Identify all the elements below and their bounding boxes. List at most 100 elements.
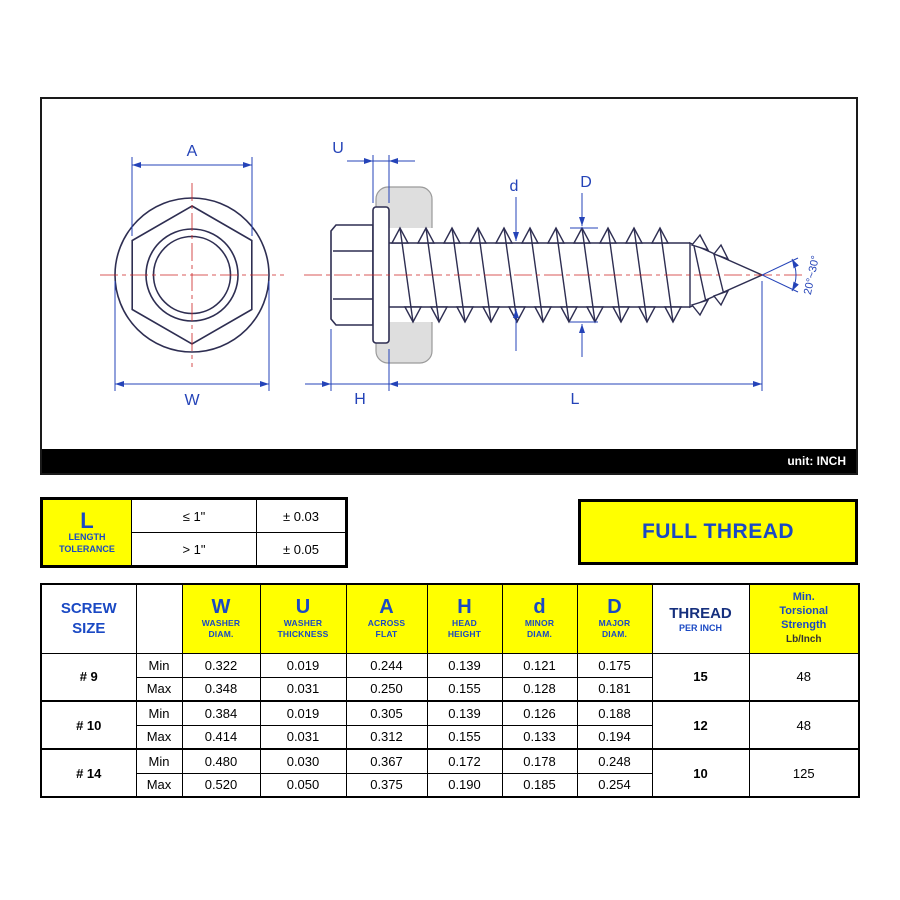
full-thread-badge: FULL THREAD — [578, 499, 858, 565]
min-label: Min — [135, 652, 183, 678]
table-row: # 9 Min 0.322 0.019 0.244 0.139 0.121 0.… — [40, 652, 860, 702]
dimension-A — [131, 157, 253, 236]
dimension-label-d: d — [510, 178, 519, 195]
strength-cell: 125 — [748, 748, 860, 798]
strength-cell: 48 — [748, 700, 860, 750]
value-cell: 0.185 — [501, 772, 578, 798]
value-cell: 0.250 — [345, 676, 428, 702]
value-cell: 0.172 — [426, 748, 503, 774]
value-cell: 0.254 — [576, 772, 653, 798]
min-label: Min — [135, 700, 183, 726]
value-cell: 0.155 — [426, 724, 503, 750]
max-label: Max — [135, 772, 183, 798]
table-row: # 14 Min 0.480 0.030 0.367 0.172 0.178 0… — [40, 748, 860, 798]
point-angle-annotation — [761, 257, 799, 293]
table-row: Max 0.520 0.050 0.375 0.190 0.185 0.254 — [41, 772, 859, 798]
spec-header-row: SCREW SIZE W WASHER DIAM. U WASHER THICK… — [40, 583, 860, 654]
point-threads — [690, 233, 730, 317]
tolerance-symbol: L — [80, 508, 94, 534]
value-cell: 0.139 — [426, 652, 503, 678]
col-header-d: d MINOR DIAM. — [501, 583, 578, 654]
value-cell: 0.031 — [259, 676, 347, 702]
screw-size-cell: # 10 — [40, 700, 137, 750]
value-cell: 0.190 — [426, 772, 503, 798]
unit-label: unit: INCH — [787, 454, 846, 468]
col-header-A: A ACROSS FLAT — [345, 583, 428, 654]
dimension-label-A: A — [187, 143, 198, 160]
col-header-D: D MAJOR DIAM. — [576, 583, 653, 654]
full-thread-label: FULL THREAD — [641, 520, 795, 543]
dimension-label-L: L — [571, 391, 580, 408]
length-tolerance-table: L LENGTH TOLERANCE ≤ 1" ± 0.03 > 1" ± 0.… — [40, 497, 348, 568]
tolerance-caption-line1: LENGTH — [68, 532, 106, 543]
screw-size-header: SCREW SIZE — [40, 583, 137, 654]
value-cell: 0.181 — [576, 676, 653, 702]
value-cell: 0.375 — [345, 772, 428, 798]
value-cell: 0.322 — [181, 652, 261, 678]
dimension-W — [114, 281, 270, 391]
tolerance-condition: > 1" — [131, 532, 257, 567]
dimension-label-U: U — [332, 140, 344, 157]
value-cell: 0.194 — [576, 724, 653, 750]
dimension-D — [570, 193, 598, 357]
dimension-L — [389, 281, 763, 391]
value-cell: 0.244 — [345, 652, 428, 678]
value-cell: 0.121 — [501, 652, 578, 678]
value-cell: 0.030 — [259, 748, 347, 774]
value-cell: 0.384 — [181, 700, 261, 726]
value-cell: 0.128 — [501, 676, 578, 702]
value-cell: 0.050 — [259, 772, 347, 798]
table-row: Max 0.348 0.031 0.250 0.155 0.128 0.181 — [41, 676, 859, 702]
strength-cell: 48 — [748, 652, 860, 702]
tolerance-caption-line2: TOLERANCE — [59, 543, 115, 554]
value-cell: 0.248 — [576, 748, 653, 774]
minmax-header — [135, 583, 183, 654]
front-view-centerlines — [100, 183, 284, 367]
value-cell: 0.019 — [259, 652, 347, 678]
value-cell: 0.126 — [501, 700, 578, 726]
unit-bar: unit: INCH — [42, 449, 856, 473]
max-label: Max — [135, 724, 183, 750]
col-header-H: H HEAD HEIGHT — [426, 583, 503, 654]
technical-drawing-panel: A W — [40, 97, 858, 475]
point-angle-label: 20°~30° — [802, 255, 822, 296]
value-cell: 0.520 — [181, 772, 261, 798]
screw-size-cell: # 9 — [40, 652, 137, 702]
value-cell: 0.031 — [259, 724, 347, 750]
tolerance-value: ± 0.05 — [256, 532, 347, 567]
value-cell: 0.133 — [501, 724, 578, 750]
col-header-W: W WASHER DIAM. — [181, 583, 261, 654]
table-row: Max 0.414 0.031 0.312 0.155 0.133 0.194 — [41, 724, 859, 750]
max-label: Max — [135, 676, 183, 702]
thread-cell: 15 — [651, 652, 750, 702]
col-header-U: U WASHER THICKNESS — [259, 583, 347, 654]
dimension-label-D: D — [580, 174, 592, 191]
dimension-label-H: H — [354, 391, 366, 408]
value-cell: 0.348 — [181, 676, 261, 702]
value-cell: 0.367 — [345, 748, 428, 774]
table-row: # 10 Min 0.384 0.019 0.305 0.139 0.126 0… — [40, 700, 860, 750]
value-cell: 0.188 — [576, 700, 653, 726]
thread-cell: 10 — [651, 748, 750, 798]
thread-cell: 12 — [651, 700, 750, 750]
min-label: Min — [135, 748, 183, 774]
value-cell: 0.305 — [345, 700, 428, 726]
value-cell: 0.139 — [426, 700, 503, 726]
value-cell: 0.312 — [345, 724, 428, 750]
tolerance-value: ± 0.03 — [256, 498, 347, 533]
thread-per-inch-header: THREAD PER INCH — [651, 583, 750, 654]
value-cell: 0.155 — [426, 676, 503, 702]
torsional-strength-header: Min. Torsional Strength Lb/Inch — [748, 583, 860, 654]
dimension-U — [347, 155, 415, 203]
tolerance-condition: ≤ 1" — [131, 498, 257, 533]
value-cell: 0.175 — [576, 652, 653, 678]
value-cell: 0.178 — [501, 748, 578, 774]
screw-technical-drawing: A W — [100, 140, 822, 409]
tolerance-symbol-cell: L LENGTH TOLERANCE — [41, 498, 132, 567]
value-cell: 0.414 — [181, 724, 261, 750]
spec-table: SCREW SIZE W WASHER DIAM. U WASHER THICK… — [40, 583, 860, 798]
value-cell: 0.019 — [259, 700, 347, 726]
dimension-label-W: W — [184, 392, 200, 409]
value-cell: 0.480 — [181, 748, 261, 774]
